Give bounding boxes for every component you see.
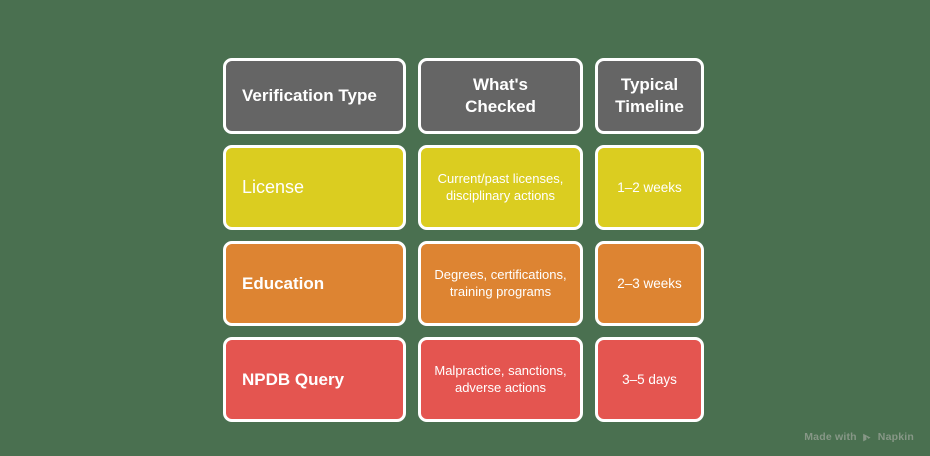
watermark: Made with Napkin [804, 431, 914, 443]
label-whats-checked-license: Current/past licenses, disciplinary acti… [437, 170, 564, 203]
comparison-table: Verification Type What's Checked Typical… [223, 58, 707, 422]
cell-whats-checked-npdb-query: Malpractice, sanctions, adverse actions [418, 337, 583, 422]
header-cell-verification-type: Verification Type [223, 58, 406, 134]
header-label-typical-timeline-line1: Typical [620, 75, 679, 95]
label-whats-checked-education: Degrees, certifications, training progra… [434, 266, 567, 299]
label-whats-checked-npdb-query: Malpractice, sanctions, adverse actions [434, 362, 567, 395]
header-label-whats-checked-line1: What's [472, 75, 529, 95]
label-typical-timeline-education: 2–3 weeks [617, 275, 682, 291]
cell-verification-type-npdb-query: NPDB Query [223, 337, 406, 422]
cell-typical-timeline-npdb-query: 3–5 days [595, 337, 704, 422]
napkin-logo-icon [862, 433, 873, 444]
header-label-typical-timeline: Typical Timeline [607, 74, 692, 118]
cell-typical-timeline-license: 1–2 weeks [595, 145, 704, 230]
cell-typical-timeline-education: 2–3 weeks [595, 241, 704, 326]
table-header-row: Verification Type What's Checked Typical… [223, 58, 707, 134]
cell-whats-checked-license: Current/past licenses, disciplinary acti… [418, 145, 583, 230]
watermark-prefix: Made with [804, 431, 857, 443]
cell-verification-type-license: License [223, 145, 406, 230]
label-verification-type-education: Education [242, 273, 325, 293]
cell-whats-checked-education: Degrees, certifications, training progra… [418, 241, 583, 326]
label-verification-type-license: License [242, 176, 305, 197]
header-cell-whats-checked: What's Checked [418, 58, 583, 134]
table-row: License Current/past licenses, disciplin… [223, 145, 707, 230]
label-typical-timeline-npdb-query: 3–5 days [622, 371, 677, 387]
table-row: Education Degrees, certifications, train… [223, 241, 707, 326]
label-verification-type-npdb-query: NPDB Query [242, 369, 345, 389]
table-row: NPDB Query Malpractice, sanctions, adver… [223, 337, 707, 422]
header-label-whats-checked: What's Checked [430, 74, 571, 118]
cell-verification-type-education: Education [223, 241, 406, 326]
header-label-whats-checked-line2: Checked [465, 97, 536, 116]
header-cell-typical-timeline: Typical Timeline [595, 58, 704, 134]
label-typical-timeline-license: 1–2 weeks [617, 179, 682, 195]
header-label-verification-type: Verification Type [242, 86, 377, 106]
header-label-typical-timeline-line2: Timeline [615, 97, 684, 116]
watermark-brand: Napkin [877, 431, 914, 443]
